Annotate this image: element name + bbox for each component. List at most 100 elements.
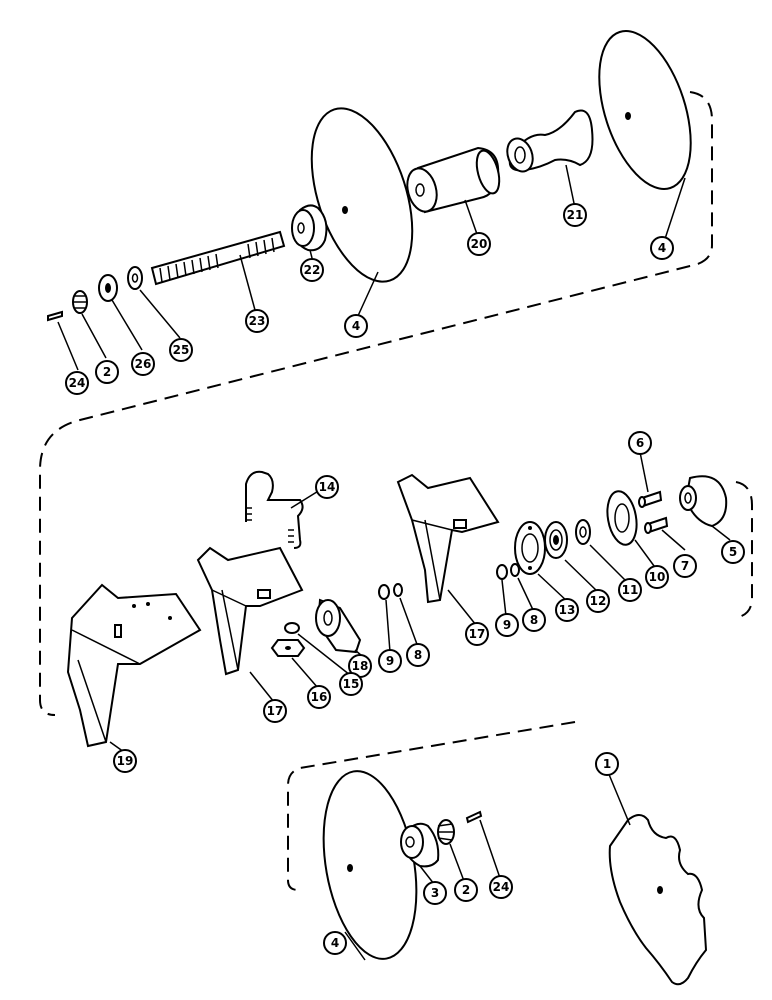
callout-15: 15: [339, 672, 363, 696]
svg-text:4: 4: [352, 319, 360, 333]
svg-text:4: 4: [658, 241, 666, 255]
svg-text:5: 5: [729, 545, 737, 559]
bottom-group-bracket: [287, 721, 576, 891]
svg-text:24: 24: [69, 376, 86, 390]
leader-lines: [57, 164, 731, 961]
svg-text:3: 3: [431, 886, 439, 900]
callout-8-right: 8: [522, 608, 546, 632]
callout-21: 21: [563, 203, 587, 227]
hub-cap-part: [679, 475, 728, 528]
callout-20: 20: [467, 232, 491, 256]
cotter-pin-part-top: [47, 310, 63, 322]
nut-part-9-right: [496, 564, 508, 580]
callout-9-left: 9: [378, 649, 402, 673]
callout-19: 19: [113, 749, 137, 773]
callout-25: 25: [169, 338, 193, 362]
washer-part-8-left: [393, 583, 403, 597]
svg-text:19: 19: [117, 754, 134, 768]
svg-text:17: 17: [267, 704, 284, 718]
svg-text:11: 11: [622, 583, 639, 597]
callout-3: 3: [423, 881, 447, 905]
callout-group: 4 21 20 4 22 23 25 26 2 24 6 5 7 10 11 1…: [65, 203, 745, 955]
washer-part-8-right: [510, 563, 520, 577]
svg-text:2: 2: [462, 883, 470, 897]
callout-9-right: 9: [495, 613, 519, 637]
callout-17-right: 17: [465, 622, 489, 646]
callout-17-left: 17: [263, 699, 287, 723]
callout-8-left: 8: [406, 643, 430, 667]
callout-18: 18: [348, 654, 372, 678]
svg-text:9: 9: [503, 618, 511, 632]
callout-2-top: 2: [95, 360, 119, 384]
callout-4-center: 4: [344, 314, 368, 338]
svg-text:13: 13: [559, 603, 576, 617]
svg-text:12: 12: [590, 594, 607, 608]
bearing-part-12: [544, 521, 568, 559]
callout-10: 10: [645, 565, 669, 589]
hex-nut-part-16: [270, 639, 306, 657]
u-bolt-part: [245, 470, 304, 549]
svg-text:24: 24: [493, 880, 510, 894]
threaded-shaft-part: [150, 230, 286, 286]
disc-blade-top-right: [598, 30, 692, 190]
callout-11: 11: [618, 578, 642, 602]
svg-text:9: 9: [386, 654, 394, 668]
callout-26: 26: [131, 352, 155, 376]
svg-text:25: 25: [173, 343, 190, 357]
callout-5: 5: [721, 540, 745, 564]
svg-text:1: 1: [603, 757, 611, 771]
hub-part-18: [315, 598, 362, 654]
washer-part-26: [98, 274, 118, 302]
svg-text:8: 8: [414, 648, 422, 662]
callout-4-top-right: 4: [650, 236, 674, 260]
callout-2-bottom: 2: [454, 878, 478, 902]
spacer-spool-part: [506, 109, 594, 173]
callout-12: 12: [586, 589, 610, 613]
castle-nut-part-bottom: [437, 819, 455, 845]
svg-text:2: 2: [103, 365, 111, 379]
svg-text:14: 14: [319, 480, 336, 494]
callout-16: 16: [307, 685, 331, 709]
washer-part-25: [127, 266, 143, 290]
svg-text:26: 26: [135, 357, 152, 371]
flange-plate-part-10: [606, 490, 638, 546]
svg-text:6: 6: [636, 436, 644, 450]
nut-part-9-left: [378, 584, 390, 600]
svg-text:15: 15: [343, 677, 360, 691]
cotter-pin-part-bottom: [465, 810, 483, 824]
bearing-flange-part-13: [514, 521, 546, 575]
svg-text:4: 4: [331, 936, 339, 950]
svg-text:20: 20: [471, 237, 488, 251]
callout-6: 6: [628, 431, 652, 455]
svg-text:10: 10: [649, 570, 666, 584]
callout-14: 14: [315, 475, 339, 499]
callout-4-bottom: 4: [323, 931, 347, 955]
bearing-part-22: [291, 204, 328, 252]
bolt-part-7: [644, 516, 669, 534]
svg-text:18: 18: [352, 659, 369, 673]
svg-text:22: 22: [304, 263, 321, 277]
top-group-bracket: [39, 91, 713, 716]
lock-washer-part-15: [284, 622, 300, 634]
mounting-bracket-part-17-left: [196, 546, 304, 676]
callout-1: 1: [595, 752, 619, 776]
svg-text:16: 16: [311, 690, 328, 704]
notched-disc-blade-part: [608, 814, 708, 986]
middle-group-bracket: [734, 481, 753, 619]
callout-24-bottom: 24: [489, 875, 513, 899]
svg-text:7: 7: [681, 559, 689, 573]
callout-13: 13: [555, 598, 579, 622]
castle-nut-part-top: [72, 290, 88, 314]
callout-24-top: 24: [65, 371, 89, 395]
bolt-part-6: [638, 490, 663, 508]
svg-text:17: 17: [469, 627, 486, 641]
seal-part-11: [575, 519, 591, 545]
svg-text:23: 23: [249, 314, 266, 328]
mounting-bracket-part-19: [66, 583, 202, 748]
spacer-tube-part: [406, 146, 501, 214]
disc-blade-center: [310, 107, 414, 283]
svg-text:21: 21: [567, 208, 584, 222]
bearing-part-3: [400, 822, 440, 868]
svg-text:8: 8: [530, 613, 538, 627]
